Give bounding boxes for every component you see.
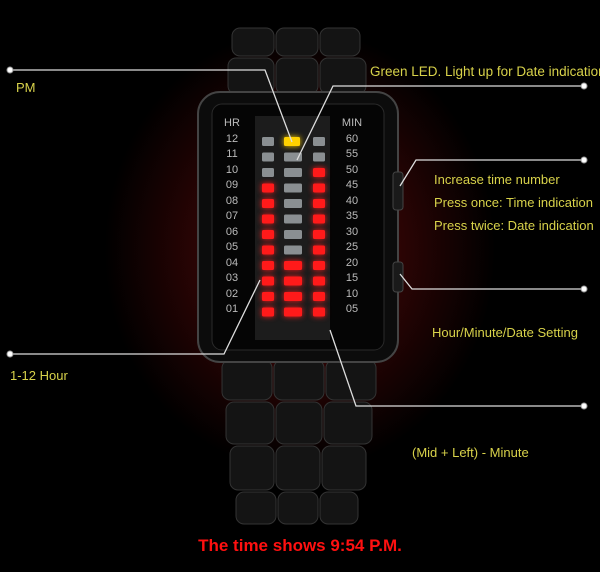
minute-five-led: [313, 307, 325, 317]
annotation-dots: [6, 66, 588, 410]
label-hour: 1-12 Hour: [10, 368, 68, 383]
minute-single-led: [284, 230, 302, 239]
minute-tick: 10: [345, 287, 359, 300]
leader-lines: [10, 69, 584, 407]
minute-five-led: [313, 199, 325, 208]
minute-five-led: [313, 183, 325, 193]
minute-single-led: [284, 199, 302, 208]
minute-single-led: [284, 168, 302, 177]
minute-five-led: [313, 292, 325, 301]
hour-tick: 03: [225, 272, 239, 284]
hour-tick: 04: [225, 256, 239, 269]
hour-tick: 08: [225, 194, 239, 207]
minute-single-led: [284, 292, 302, 301]
minute-single-led: [284, 183, 302, 193]
minute-five-led: [313, 245, 325, 255]
label-increase: Increase time number: [434, 172, 560, 187]
minute-tick: 15: [345, 272, 359, 284]
hour-led: [262, 183, 274, 193]
hour-tick: 06: [225, 225, 239, 238]
caption: The time shows 9:54 P.M.: [198, 536, 402, 555]
hour-tick: 10: [225, 163, 239, 176]
hour-tick: 07: [225, 210, 239, 222]
hour-led: [262, 214, 274, 224]
hour-led: [262, 137, 274, 146]
minute-five-led: [313, 261, 325, 270]
hour-scale: HR 12 11 10 09 08 07 06 05 04 03 02 01: [214, 116, 250, 318]
hour-led: [262, 307, 274, 317]
label-minute: (Mid + Left) - Minute: [412, 445, 529, 460]
minute-tick: 25: [345, 241, 359, 253]
time-button[interactable]: [392, 171, 404, 211]
minute-single-led: [284, 276, 302, 286]
minute-single-led: [284, 261, 302, 270]
minute-tick: 35: [345, 210, 359, 222]
hour-led: [262, 152, 274, 162]
hour-led: [262, 230, 274, 239]
label-green-led: Green LED. Light up for Date indication: [370, 64, 600, 79]
minute-tick: 20: [345, 256, 359, 269]
hour-tick: 09: [225, 179, 239, 191]
hour-led: [262, 245, 274, 255]
minute-tick: 30: [345, 225, 359, 238]
setting-button[interactable]: [392, 261, 404, 293]
minute-tick: 05: [345, 303, 359, 315]
hour-tick: 01: [225, 303, 239, 315]
hr-header: HR: [224, 117, 240, 129]
hour-led: [262, 168, 274, 177]
min-header: MIN: [341, 117, 363, 129]
minute-tick: 45: [345, 179, 359, 191]
hour-tick: 12: [225, 132, 239, 145]
hour-tick: 02: [225, 287, 239, 300]
hour-led: [262, 276, 274, 286]
minute-single-led: [284, 307, 302, 317]
minute-tick: 40: [345, 194, 359, 207]
strap-top: [227, 27, 367, 95]
minute-five-led: [313, 152, 325, 162]
minute-tick: 60: [345, 132, 359, 145]
minute-five-led: [313, 276, 325, 286]
minute-tick: 55: [345, 148, 359, 160]
hour-tick: 05: [225, 241, 239, 253]
led-panel: [255, 116, 330, 340]
minute-single-led: [284, 214, 302, 224]
strap-bottom: [221, 359, 377, 525]
minute-single-led: [284, 245, 302, 255]
minute-five-led: [313, 214, 325, 224]
minute-five-led: [313, 168, 325, 177]
label-setting: Hour/Minute/Date Setting: [432, 325, 578, 340]
label-press-twice: Press twice: Date indication: [434, 218, 594, 233]
hour-tick: 11: [226, 148, 238, 160]
minute-five-led: [313, 137, 325, 146]
hour-led: [262, 292, 274, 301]
label-pm: PM: [16, 80, 36, 95]
hour-led: [262, 199, 274, 208]
minute-scale: MIN 60 55 50 45 40 35 30 25 20 15 10 05: [336, 116, 368, 318]
minute-five-led: [313, 230, 325, 239]
minute-tick: 50: [345, 163, 359, 176]
hour-led: [262, 261, 274, 270]
label-press-once: Press once: Time indication: [434, 195, 593, 210]
